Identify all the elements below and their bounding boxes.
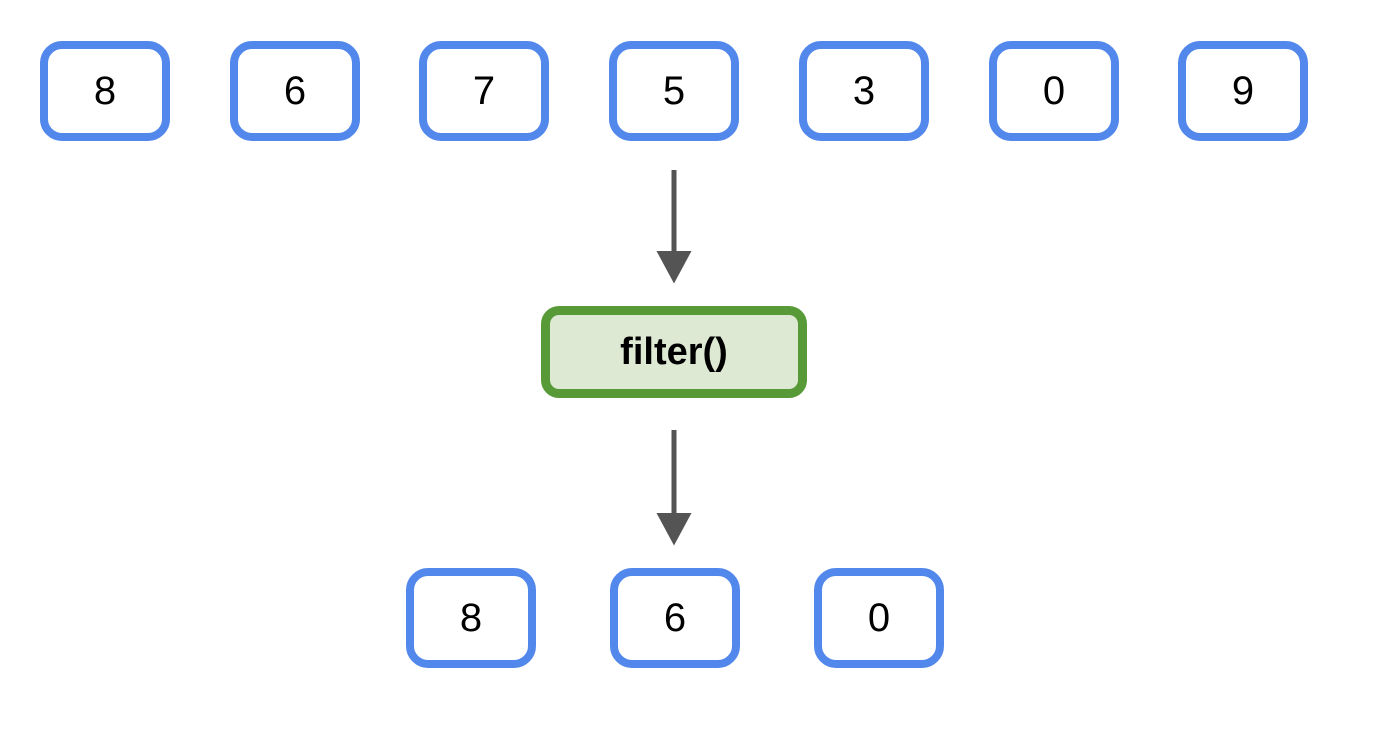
output-value-box-2[interactable]: 0	[814, 568, 944, 668]
input-value-box-6[interactable]: 9	[1178, 41, 1308, 141]
input-value-box-5[interactable]: 0	[989, 41, 1119, 141]
output-value-label: 8	[459, 596, 483, 640]
output-value-label: 0	[867, 596, 891, 640]
output-value-box-1[interactable]: 6	[610, 568, 740, 668]
input-value-label: 6	[283, 69, 307, 113]
input-value-label: 9	[1231, 69, 1255, 113]
filter-operation-label: filter()	[620, 331, 728, 373]
input-value-label: 7	[472, 69, 496, 113]
input-value-label: 5	[662, 69, 686, 113]
input-value-label: 8	[93, 69, 117, 113]
filter-operation-box[interactable]: filter()	[541, 306, 807, 398]
input-value-box-4[interactable]: 3	[799, 41, 929, 141]
output-value-box-0[interactable]: 8	[406, 568, 536, 668]
input-value-box-3[interactable]: 5	[609, 41, 739, 141]
input-value-label: 3	[852, 69, 876, 113]
input-value-box-1[interactable]: 6	[230, 41, 360, 141]
input-value-label: 0	[1042, 69, 1066, 113]
input-value-box-0[interactable]: 8	[40, 41, 170, 141]
output-value-label: 6	[663, 596, 687, 640]
input-value-box-2[interactable]: 7	[419, 41, 549, 141]
